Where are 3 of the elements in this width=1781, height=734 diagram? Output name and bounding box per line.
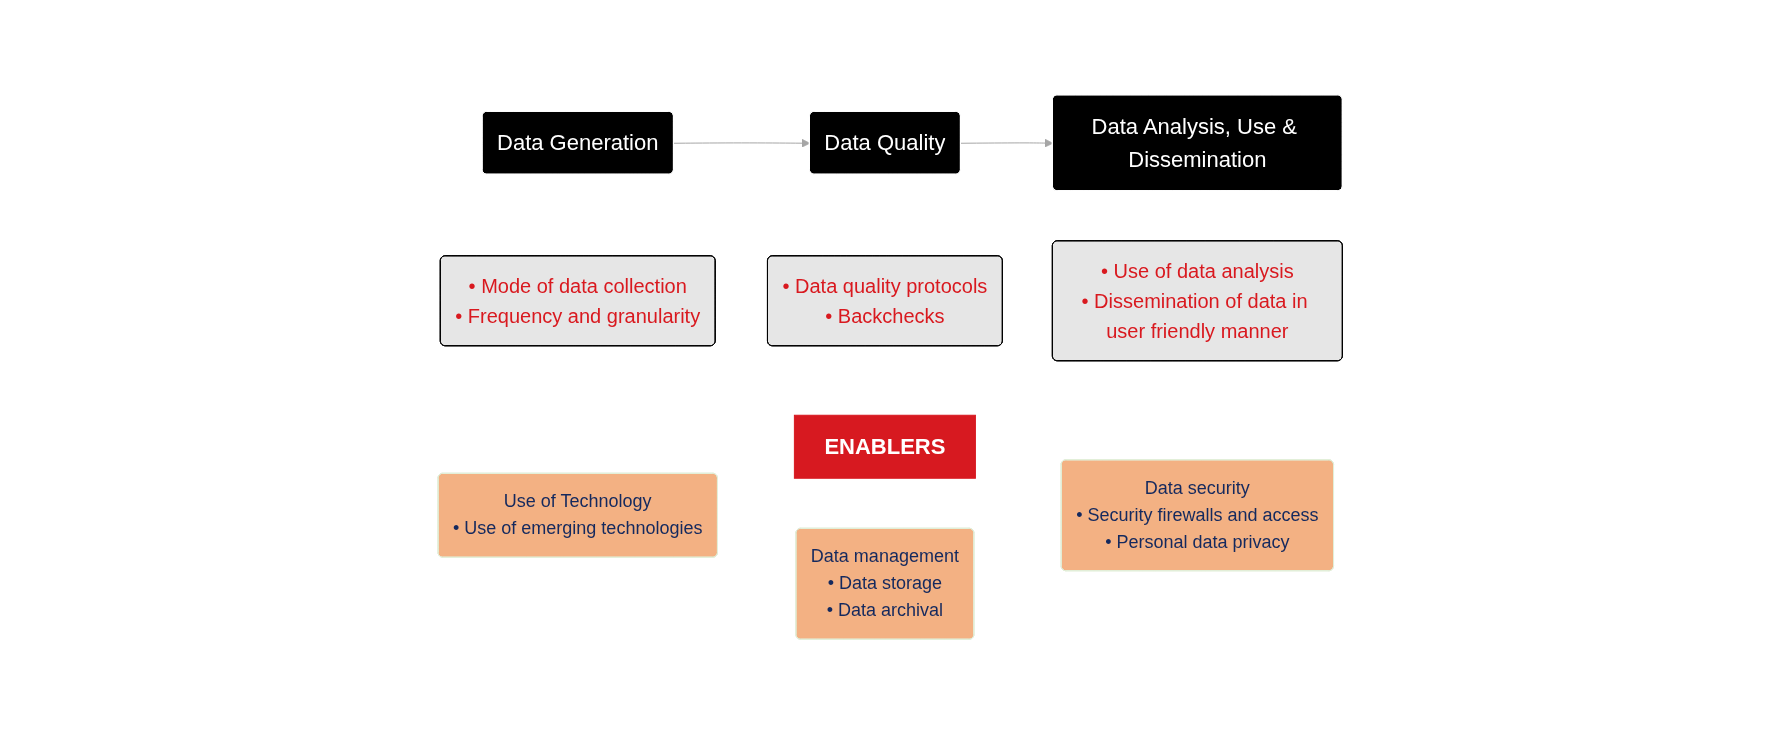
arrow [960,138,1054,148]
arrow [673,138,811,148]
node-box: ENABLERS [794,414,977,479]
